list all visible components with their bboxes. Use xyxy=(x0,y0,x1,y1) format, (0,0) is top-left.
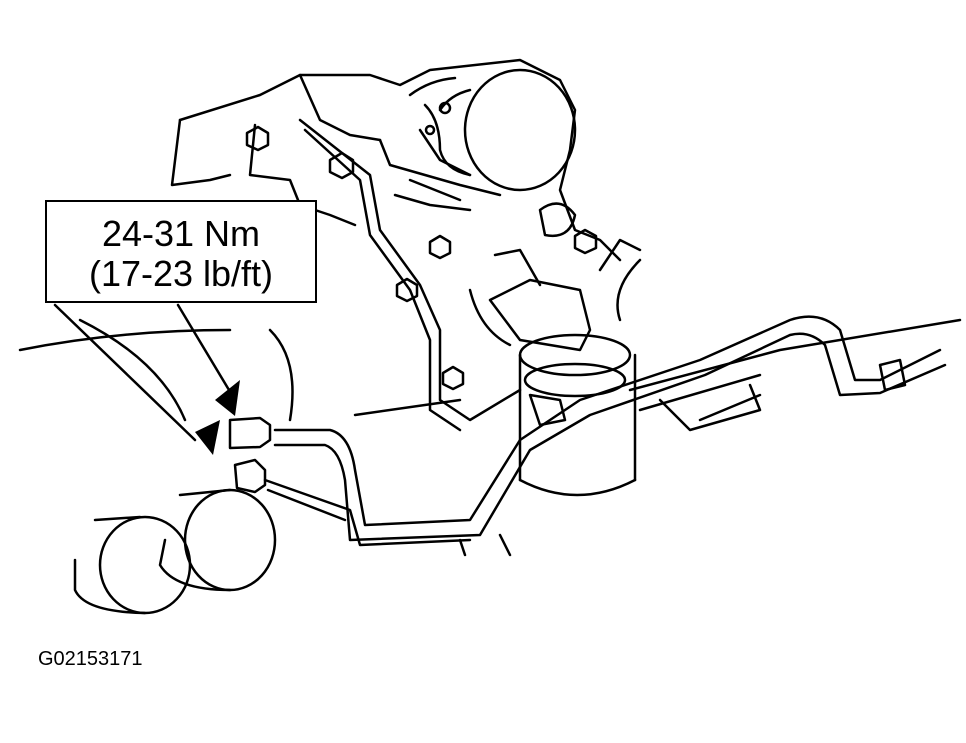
torque-imperial-value: (17-23 lb/ft) xyxy=(88,253,274,294)
torque-metric-value: 24-31 Nm xyxy=(101,213,261,254)
oil-filter-adapter xyxy=(468,248,637,497)
arrow-icon xyxy=(195,380,240,455)
flange-plate xyxy=(408,68,577,192)
engine-lower-housing xyxy=(18,238,962,432)
oil-cooler-lines xyxy=(263,118,947,557)
oil-cooler-cylinders xyxy=(73,488,277,615)
line-fittings xyxy=(228,416,272,494)
mounting-bolts xyxy=(245,125,598,391)
callout-leader-lines xyxy=(53,303,237,442)
figure-id-label: G02153171 xyxy=(38,648,143,670)
torque-spec-callout: 24-31 Nm (17-23 lb/ft) xyxy=(45,200,317,303)
